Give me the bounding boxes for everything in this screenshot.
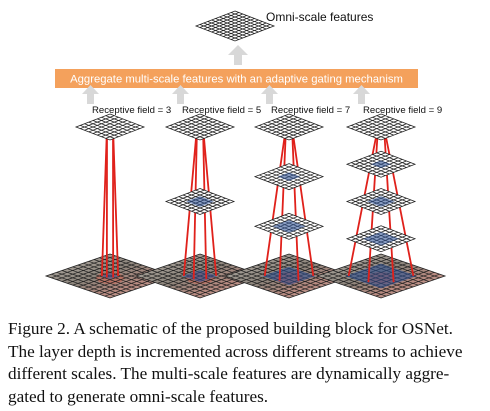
stream-4: Receptive field = 9 [315,85,447,299]
receptive-field-label: Receptive field = 9 [363,105,442,116]
feature-map-layer [164,113,236,141]
caption-line-1: Figure 2. A schematic of the proposed bu… [8,319,453,338]
receptive-field-label: Receptive field = 5 [182,105,261,116]
receptive-region [367,196,395,207]
up-arrow-icon [172,85,189,104]
figure-caption: Figure 2. A schematic of the proposed bu… [8,318,488,408]
up-arrow-icon [261,85,278,104]
receptive-region [277,172,301,181]
caption-line-2: The layer depth is incremented across di… [8,341,463,361]
caption-line-4: gated to generate omni-scale features. [8,386,269,406]
receptive-region [262,266,316,286]
receptive-field-label: Receptive field = 7 [271,105,350,116]
receptive-region [371,160,391,169]
stream-3: Receptive field = 7 [223,85,355,299]
receptive-region [182,269,218,283]
receptive-lines [263,126,315,281]
caption-line-3: different scales. The multi-scale featur… [8,364,450,383]
receptive-region [272,219,306,233]
up-arrow-icon [82,85,99,104]
receptive-field-label: Receptive field = 3 [92,105,171,116]
feature-map-layer [345,113,417,141]
aggregate-banner-label: Aggregate multi-scale features with an a… [70,74,403,86]
feature-map-layer [253,113,325,141]
omni-scale-feature-map [194,10,276,42]
receptive-region [345,263,417,289]
up-arrow-icon [228,45,248,65]
receptive-region [101,272,119,280]
input-image [315,253,447,299]
input-image [44,253,176,299]
up-arrow-icon [353,85,370,104]
receptive-lines [101,126,119,278]
figure-canvas: Omni-scale features Aggregate multi-scal… [44,10,447,299]
omni-scale-grid [194,10,276,42]
stream-2: Receptive field = 5 [134,85,266,299]
omni-scale-features-label: Omni-scale features [266,10,373,24]
streams: Receptive field = 3 Receptive field = 5 Re… [44,85,447,299]
receptive-region [363,231,399,246]
stream-1: Receptive field = 3 [44,85,176,299]
receptive-region [186,196,214,207]
osnet-figure: Omni-scale features Aggregate multi-scal… [44,10,447,299]
feature-map-layer [74,113,146,141]
aggregate-banner [55,69,418,88]
